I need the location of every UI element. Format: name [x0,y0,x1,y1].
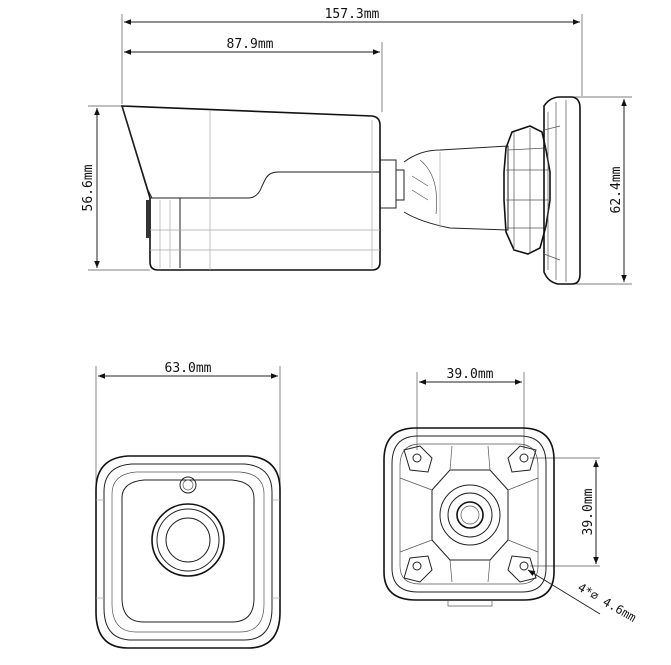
hole-spacing-h-dimension: 39.0mm [416,367,525,450]
hole-spec-label: 4*∅ 4.6mm [575,580,638,625]
mount-hole-icon [412,453,422,463]
mount-holes [403,445,537,583]
light-sensor-icon [179,476,197,494]
hole-spacing-h-label: 39.0mm [447,367,494,382]
front-width-dimension: 63.0mm [95,361,281,498]
mount-plate [383,427,555,607]
total-length-label: 157.3mm [325,7,380,22]
mount-hole-icon [412,561,422,571]
body-height-label: 56.6mm [81,164,96,211]
camera-front [95,455,281,649]
body-height-dimension: 56.6mm [81,105,150,271]
mount-hole-icon [519,561,529,571]
mount-height-label: 62.4mm [609,166,624,213]
bracket-arm-side [380,145,509,231]
lens-icon [151,503,225,577]
body-length-label: 87.9mm [227,37,274,52]
body-length-dimension: 87.9mm [124,37,383,112]
camera-body-side [120,105,381,271]
front-view: 63.0mm [95,361,281,649]
mount-height-dimension: 62.4mm [560,96,632,285]
front-width-label: 63.0mm [165,361,212,376]
mount-hole-icon [519,453,529,463]
hole-spacing-v-label: 39.0mm [581,488,596,535]
side-view: 157.3mm 87.9mm 56.6mm 62.4mm [81,7,632,285]
ball-joint-side [503,125,551,255]
center-boss-icon [456,501,484,529]
mount-base-view: 39.0mm 39.0mm [383,367,639,625]
wall-mount-side [543,96,581,285]
total-length-dimension: 157.3mm [121,7,583,104]
hole-spacing-v-dimension: 39.0mm [530,457,600,567]
